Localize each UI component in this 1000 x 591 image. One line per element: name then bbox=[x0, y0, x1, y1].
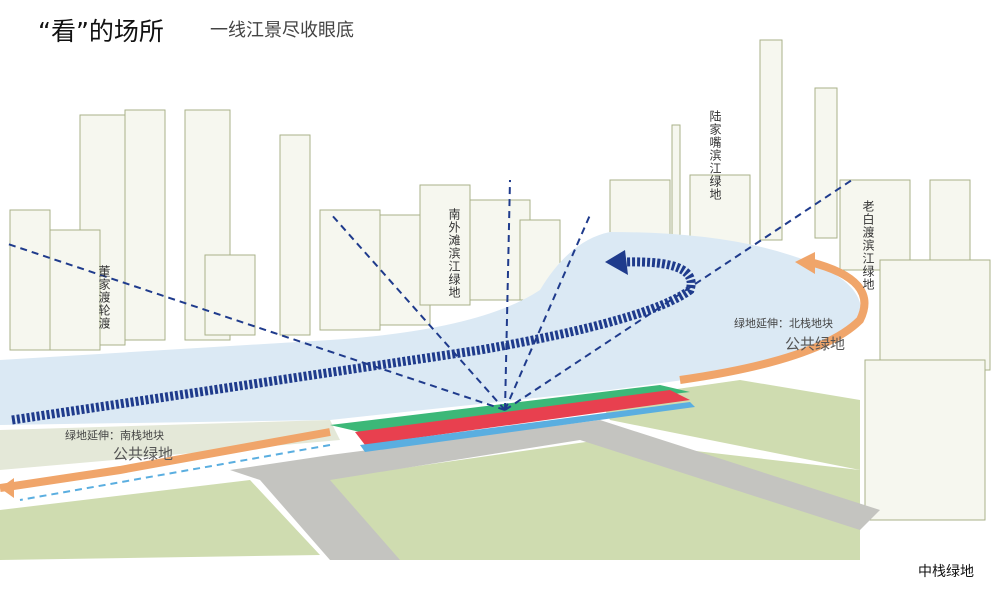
label-south-extension: 绿地延伸：南栈地块 bbox=[65, 429, 164, 442]
left-bank bbox=[0, 420, 340, 470]
skyline-left bbox=[9, 109, 561, 351]
promenade bbox=[330, 385, 695, 452]
page-subtitle: 一线江景尽收眼底 bbox=[210, 20, 354, 41]
lawn-left bbox=[0, 480, 320, 560]
path-arrow-south bbox=[0, 478, 14, 498]
public-path-north bbox=[679, 258, 869, 384]
label-lujiazui: 陆家嘴滨江绿地 bbox=[708, 110, 722, 201]
label-north-extension: 绿地延伸：北栈地块 bbox=[734, 317, 833, 330]
label-north-public: 公共绿地 bbox=[785, 335, 846, 353]
label-south-bund: 南外滩滨江绿地 bbox=[447, 208, 461, 299]
label-laobaidu: 老白渡滨江绿地 bbox=[861, 200, 875, 291]
panorama-arrow bbox=[11, 257, 696, 425]
panorama-arrowhead bbox=[605, 250, 628, 275]
label-south-public: 公共绿地 bbox=[113, 445, 174, 463]
road bbox=[230, 420, 880, 560]
label-corner: 中栈绿地 bbox=[918, 564, 974, 580]
river bbox=[0, 232, 862, 425]
page-title: “看”的场所 bbox=[38, 17, 164, 46]
path-arrow-north bbox=[795, 252, 815, 274]
public-path-south bbox=[0, 428, 331, 492]
label-dongjiadu: 董家渡轮渡 bbox=[97, 265, 111, 330]
